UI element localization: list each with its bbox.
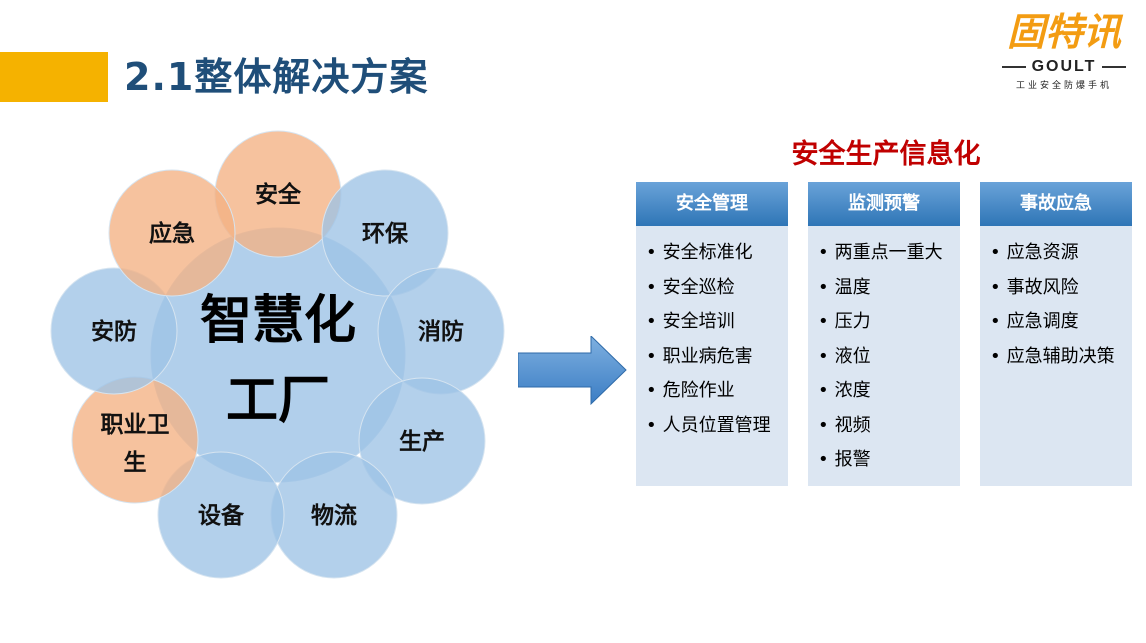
petal-label-zhiye-line2: 生 [124,450,147,476]
logo-sub: GOULT [994,58,1134,76]
petal-circle-shebei [157,451,285,579]
list-item: 两重点一重大 [818,236,960,271]
list-item: 温度 [818,271,960,306]
column-list: 安全标准化 安全巡检 安全培训 职业病危害 危险作业 人员位置管理 [636,226,788,443]
column-header: 监测预警 [808,182,960,226]
petal-label-xiaofang: 消防 [418,318,464,345]
petal-circle-anfang [50,267,178,395]
title-accent-bar [0,52,108,102]
column-list: 两重点一重大 温度 压力 液位 浓度 视频 报警 [808,226,960,478]
petal-label-anquan: 安全 [255,181,302,208]
logo-brand-text: GOULT [1031,58,1097,75]
petal-circle-yingji [108,169,236,297]
list-item: 视频 [818,409,960,444]
list-item: 应急资源 [990,236,1132,271]
logo-main-text: 固特讯 [1006,10,1121,54]
logo-line-right [1102,66,1127,68]
column-accident-emergency: 事故应急 应急资源 事故风险 应急调度 应急辅助决策 [980,182,1132,486]
petal-label-shebei: 设备 [198,502,245,529]
right-arrow-icon [518,336,627,406]
list-item: 危险作业 [646,374,788,409]
list-item: 压力 [818,305,960,340]
list-item: 应急调度 [990,305,1132,340]
list-item: 职业病危害 [646,340,788,375]
center-label-line1: 智慧化 [200,291,356,351]
petal-circle-zhiye [71,376,199,504]
petal-label-anfang: 安防 [91,318,137,345]
column-list: 应急资源 事故风险 应急调度 应急辅助决策 [980,226,1132,374]
list-item: 安全培训 [646,305,788,340]
column-monitoring-warning: 监测预警 两重点一重大 温度 压力 液位 浓度 视频 报警 [808,182,960,486]
brand-logo: 固特讯 GOULT 工业安全防爆手机 [994,8,1134,100]
list-item: 报警 [818,443,960,478]
list-item: 液位 [818,340,960,375]
petal-label-shengchan: 生产 [399,428,445,455]
list-item: 安全标准化 [646,236,788,271]
list-item: 事故风险 [990,271,1132,306]
list-item: 应急辅助决策 [990,340,1132,375]
petal-label-huanbao: 环保 [362,220,409,247]
page-title: 2.1整体解决方案 [124,55,429,99]
list-item: 安全巡检 [646,271,788,306]
column-header: 事故应急 [980,182,1132,226]
list-item: 浓度 [818,374,960,409]
petal-label-wuliu: 物流 [311,502,357,529]
logo-tagline: 工业安全防爆手机 [1015,81,1112,91]
petal-circle-huanbao [321,169,449,297]
petal-label-zhiye: 职业卫 [101,412,170,438]
logo-line-left [1001,66,1026,68]
info-section-title: 安全生产信息化 [791,139,981,170]
center-label-line2: 工厂 [226,371,330,431]
column-safety-management: 安全管理 安全标准化 安全巡检 安全培训 职业病危害 危险作业 人员位置管理 [636,182,788,486]
petal-circle-shengchan [358,377,486,505]
column-header: 安全管理 [636,182,788,226]
list-item: 人员位置管理 [646,409,788,444]
petal-label-yingji: 应急 [149,220,195,247]
